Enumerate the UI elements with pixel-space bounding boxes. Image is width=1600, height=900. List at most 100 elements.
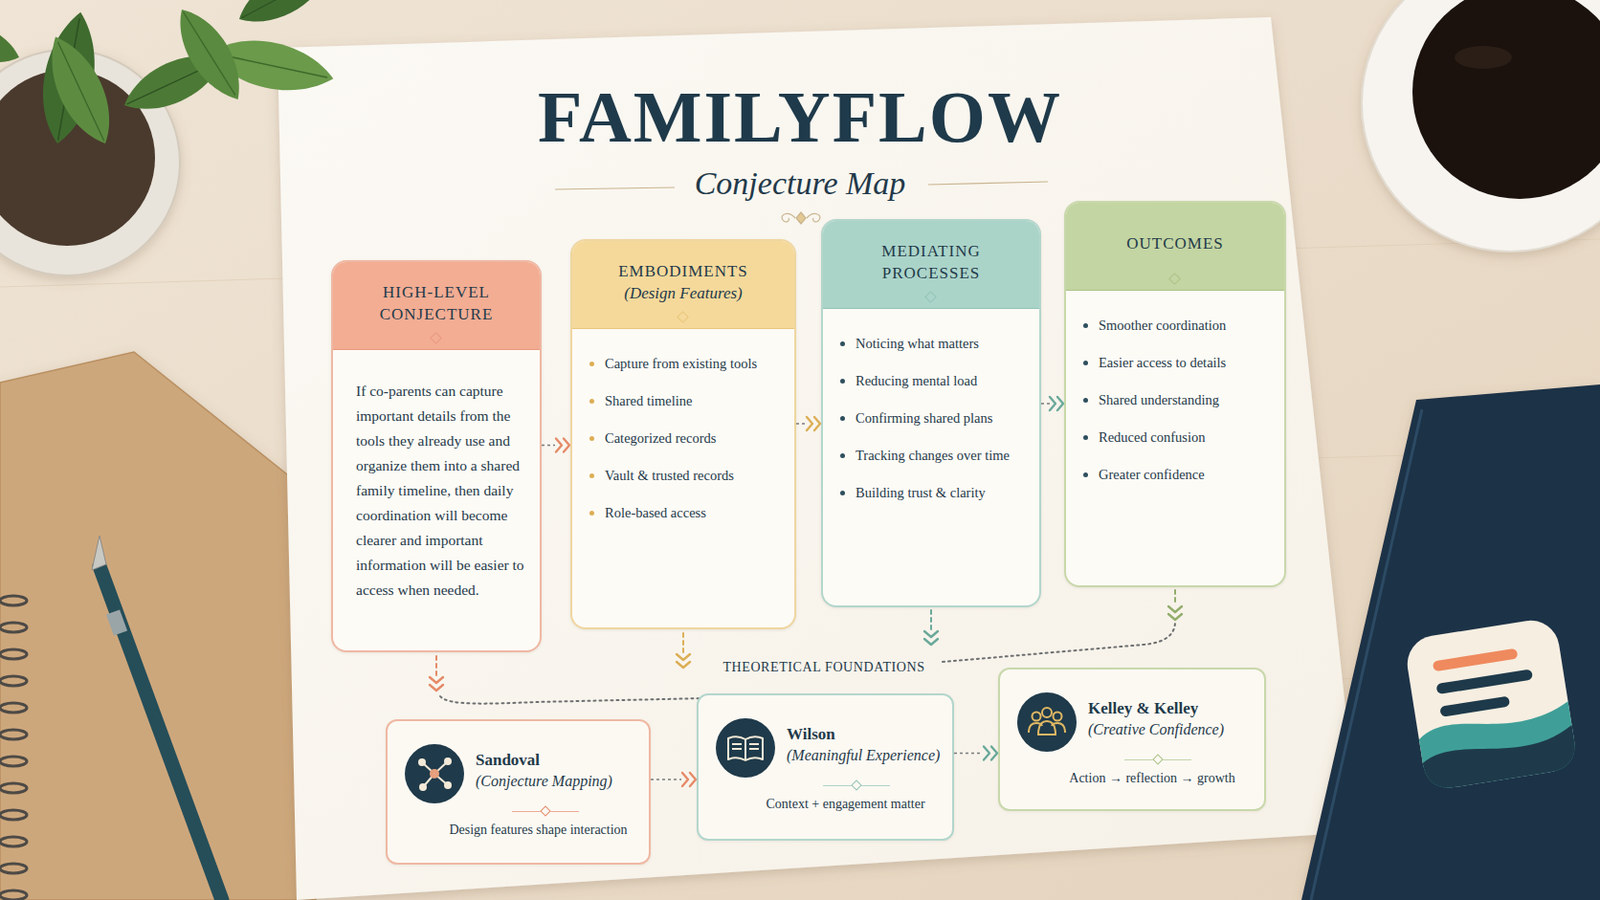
spiral-ring [0, 783, 27, 794]
connector-line [796, 422, 806, 425]
theory-icon [715, 718, 776, 778]
arrow-chevron [991, 747, 998, 761]
app-icon-line [1442, 675, 1528, 689]
icon-graphic [1042, 708, 1052, 718]
header-ornament [924, 290, 937, 304]
bullet-item: Building trust & clarity [840, 483, 1030, 504]
spiral-ring [0, 649, 27, 660]
column-heading: MEDIATING PROCESSES [840, 240, 1023, 285]
spiral-ring [0, 596, 27, 606]
bullet-item: Reducing mental load [840, 371, 1030, 392]
theory-author: Wilson [786, 724, 943, 746]
bullet-item: Categorized records [589, 428, 785, 449]
theory-row: Kelley & Kelley(Creative Confidence) [1017, 692, 1255, 753]
connector-line [650, 778, 682, 781]
bullet-item: Capture from existing tools [589, 354, 785, 375]
header-ornament [676, 311, 689, 324]
leader-chevron [676, 654, 690, 661]
column-header: HIGH-LEVEL CONJECTURE [333, 262, 540, 351]
leader-chevron [1168, 614, 1182, 621]
leader-line [942, 622, 1176, 663]
app-icon-base [1402, 616, 1578, 792]
connector-line [1041, 402, 1051, 405]
icon-graphic [444, 757, 452, 766]
bullet-item: Smoother coordination [1083, 315, 1275, 336]
pen-band [112, 612, 121, 634]
spiral-ring [0, 810, 27, 821]
coffee-mug [1361, 0, 1600, 252]
bullet-item: Reduced confusion [1083, 427, 1275, 448]
leader-chevron [676, 662, 690, 668]
ornament-diamond [796, 212, 806, 224]
ornament-rule [555, 187, 675, 190]
spiral-ring [0, 676, 27, 687]
header-ornament [429, 332, 443, 345]
icon-graphic [744, 739, 747, 761]
icon-graphic [404, 744, 465, 804]
column-body: Noticing what mattersReducing mental loa… [822, 309, 1040, 531]
leaf-blade [230, 0, 338, 36]
flow-connector [650, 773, 696, 787]
ornament-curl [806, 214, 821, 223]
leaf [36, 27, 126, 153]
icon-graphic [444, 781, 452, 790]
diagram-title: FAMILYFLOW [0, 78, 1600, 156]
app-icon-line [1438, 654, 1512, 667]
bullet-item: Shared timeline [589, 391, 785, 412]
icon-graphic [715, 718, 776, 778]
column-heading: OUTCOMES [1126, 232, 1224, 255]
app-icon-wave [1417, 701, 1579, 792]
leader-line [1174, 590, 1177, 605]
app-icon-wave [1420, 725, 1578, 792]
conjecture-text: If co-parents can capture important deta… [355, 378, 527, 603]
conjecture-column: HIGH-LEVEL CONJECTURE If co-parents can c… [331, 260, 542, 653]
bullet-item: Noticing what matters [840, 333, 1030, 355]
column-heading: EMBODIMENTS [618, 260, 749, 283]
header-ornament [1168, 272, 1181, 286]
icon-graphic [422, 761, 448, 788]
theory-row: Sandoval(Conjecture Mapping) [404, 744, 640, 804]
icon-graphic [1032, 712, 1042, 722]
flow-connector [541, 439, 570, 453]
bullet-item: Shared understanding [1083, 390, 1275, 411]
icon-graphic [1028, 708, 1066, 735]
theory-card: Sandoval(Conjecture Mapping)Design featu… [385, 719, 651, 866]
column-body: If co-parents can capture important deta… [333, 350, 540, 613]
app-icon [1402, 616, 1578, 792]
column-header: OUTCOMES [1066, 202, 1285, 291]
theory-name: (Conjecture Mapping) [475, 771, 640, 793]
connector-line [541, 444, 556, 447]
bullet-item: Tracking changes over time [840, 445, 1030, 467]
leader-chevron [924, 639, 938, 645]
icon-graphic [732, 743, 742, 746]
book-edge [1311, 409, 1423, 900]
spiral-ring [0, 890, 27, 900]
spiral-ring [0, 756, 27, 767]
theory-headings: Kelley & Kelley(Creative Confidence) [1088, 692, 1255, 741]
column-body: Capture from existing toolsShared timeli… [572, 329, 795, 551]
theory-headings: Wilson(Meaningful Experience) [786, 718, 943, 767]
notebook-cover [0, 352, 316, 900]
arrow-chevron [806, 417, 813, 431]
theory-name: (Meaningful Experience) [786, 745, 943, 767]
leader-line [440, 696, 707, 705]
flow-connector [954, 747, 998, 761]
theory-row: Wilson(Meaningful Experience) [715, 718, 943, 778]
section-label: THEORETICAL FOUNDATIONS [632, 658, 1016, 678]
spiral-ring [0, 730, 27, 740]
theory-card: Kelley & Kelley(Creative Confidence)Acti… [998, 667, 1267, 812]
arrow-chevron [689, 773, 696, 787]
spiral-ring [0, 837, 27, 847]
ornament-rule [822, 781, 890, 790]
icon-graphic [429, 769, 440, 779]
notebook [0, 352, 316, 900]
arrow-chevron [983, 747, 990, 761]
icon-graphic [732, 748, 742, 751]
plant-leaves [0, 0, 338, 154]
icon-graphic [1053, 712, 1063, 722]
column-header: MEDIATING PROCESSES [822, 221, 1040, 310]
pen-tip [91, 535, 107, 571]
arrow-chevron [682, 773, 689, 787]
leaf-blade [165, 0, 255, 111]
theory-summary: Context + engagement matter [715, 795, 943, 814]
